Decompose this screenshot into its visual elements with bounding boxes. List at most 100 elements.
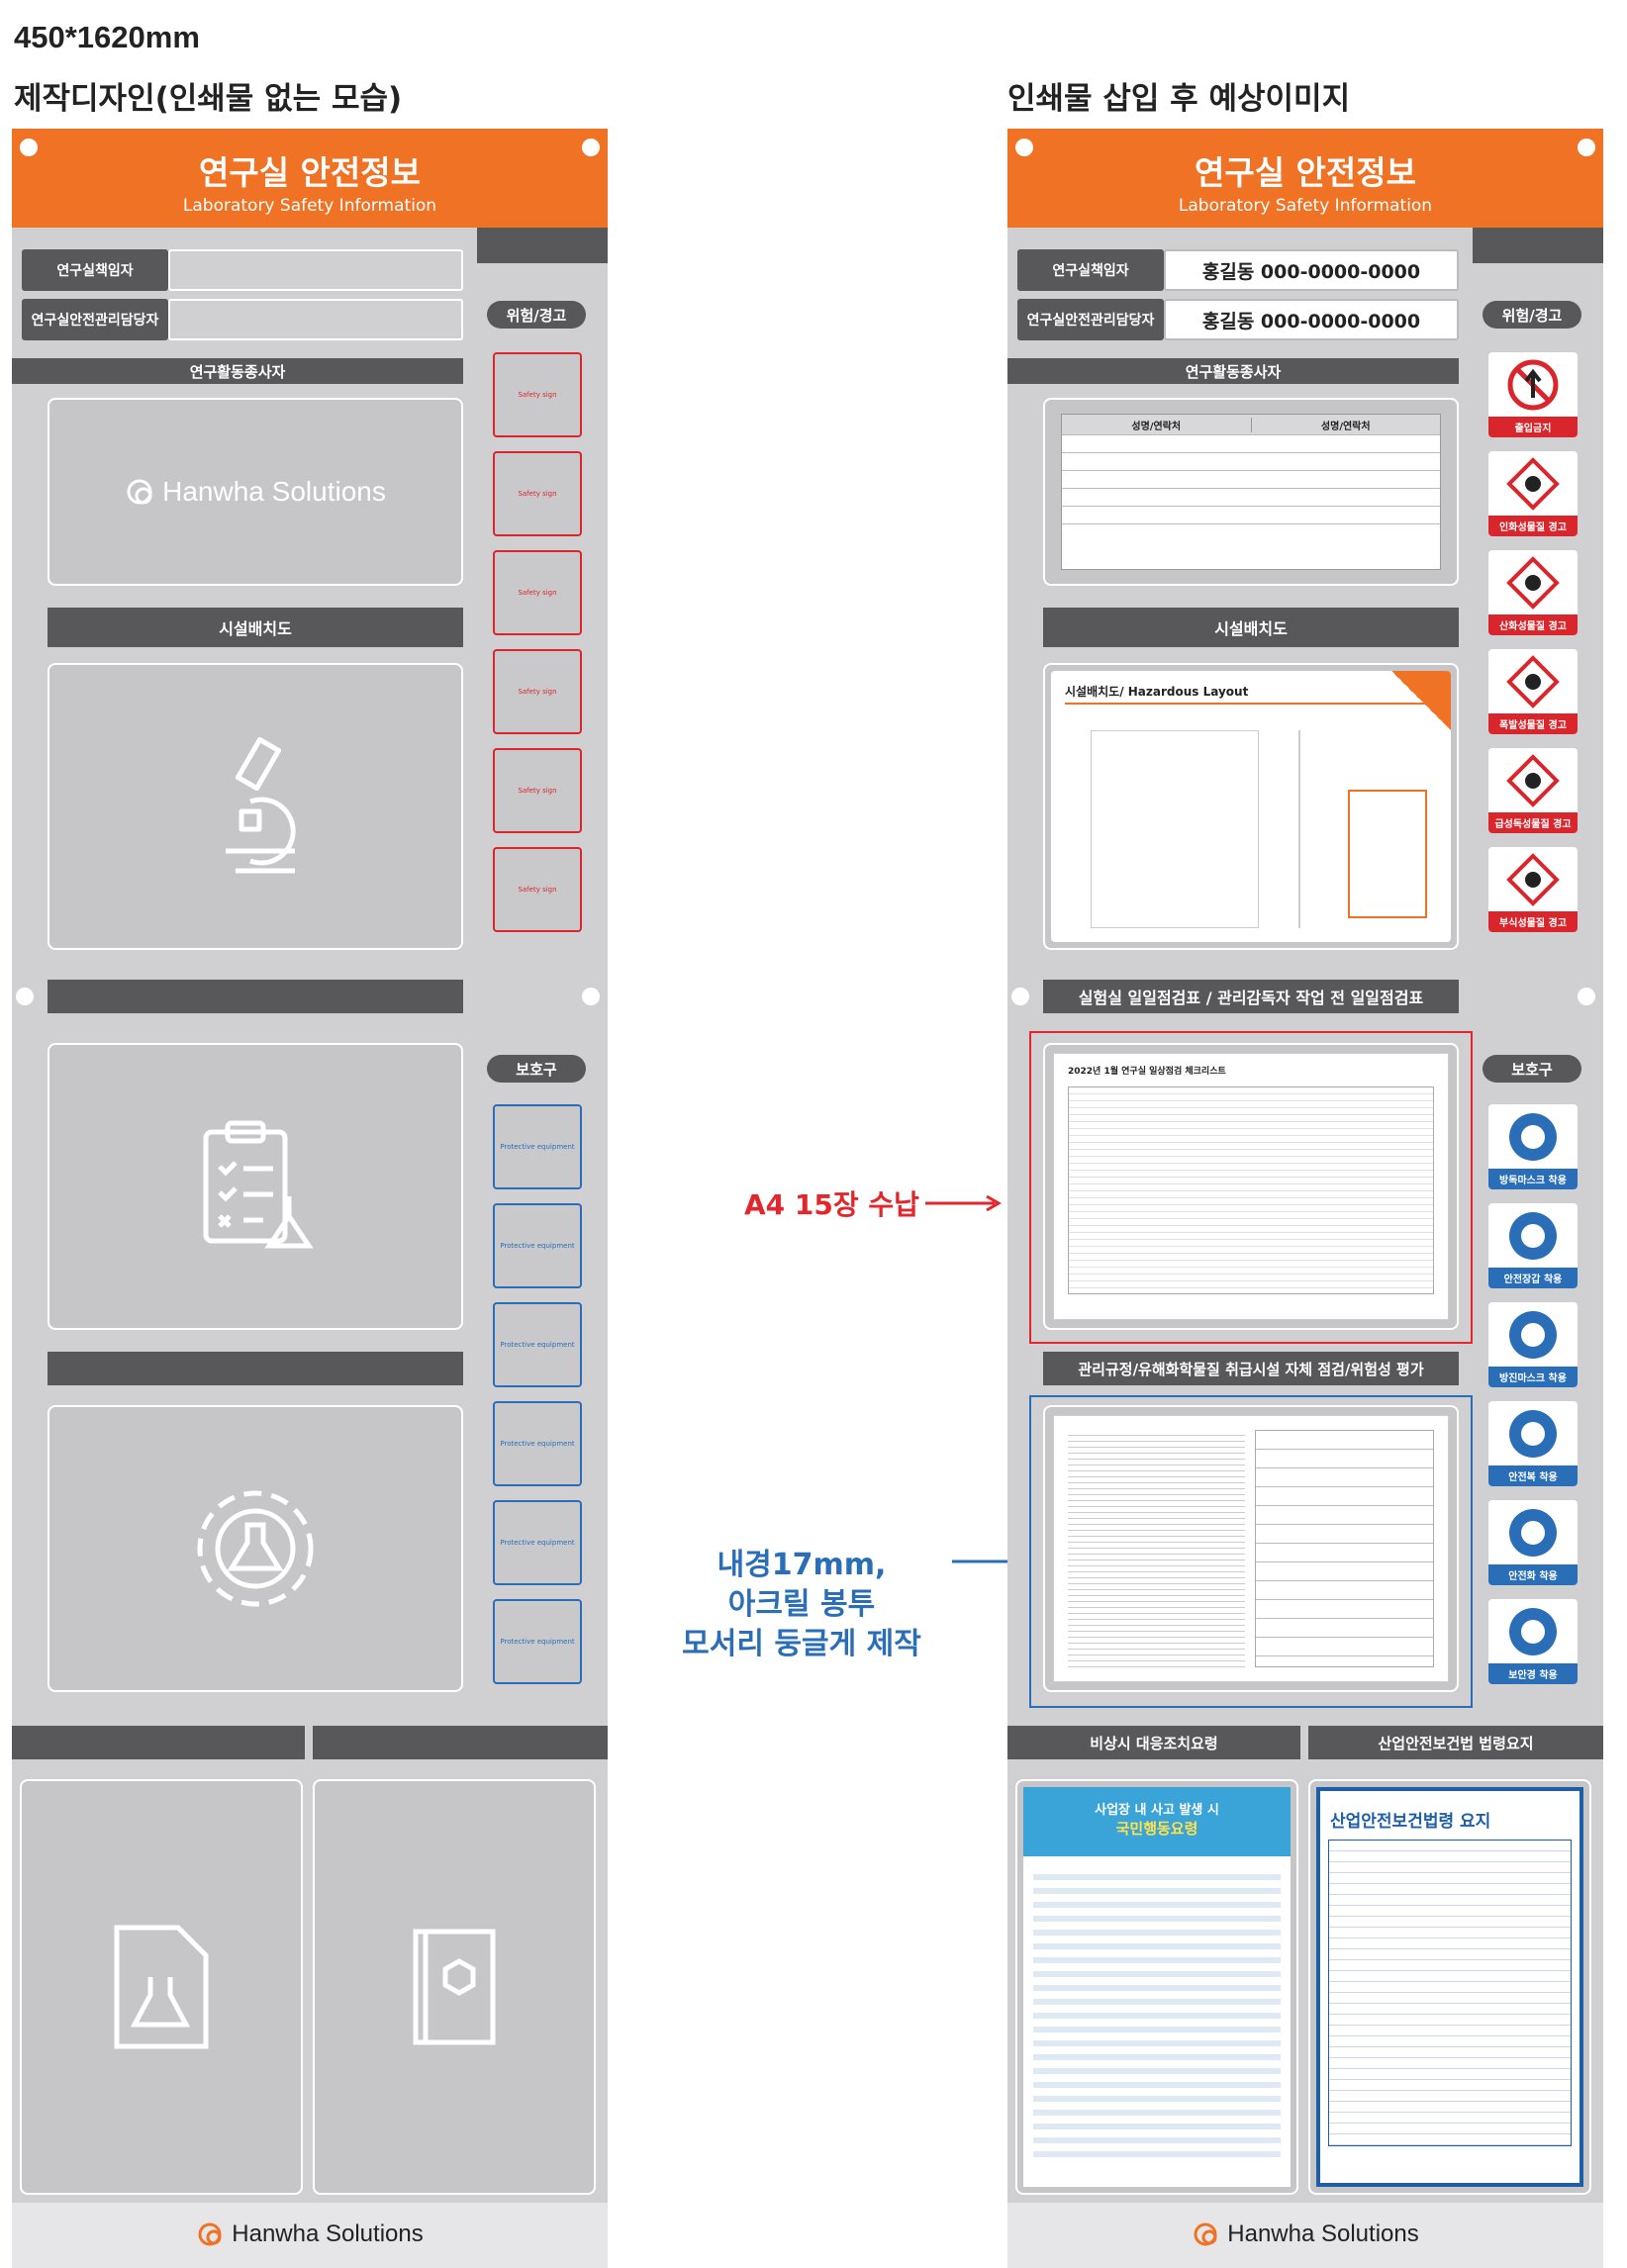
emergency-poster-header: 사업장 내 사고 발생 시 국민행동요령 <box>1023 1787 1291 1856</box>
toxic-icon <box>1506 754 1560 807</box>
sign-label: 안전복 착용 <box>1488 1465 1578 1486</box>
no-entry-icon <box>1507 359 1559 411</box>
manager-value-slot[interactable] <box>168 249 463 291</box>
safety-manager-value[interactable]: 홍길동 000-0000-0000 <box>1164 299 1459 340</box>
protective-slot[interactable]: Protective equipment <box>493 1203 582 1288</box>
layout-doc-title: 시설배치도/ Hazardous Layout <box>1065 685 1249 699</box>
book-hexagon-icon <box>413 1929 496 2045</box>
safety-sign-slot[interactable]: Safety sign <box>493 352 582 437</box>
right-board: 연구실 안전정보 Laboratory Safety Information 연… <box>1007 129 1603 2268</box>
emergency-pocket[interactable]: 사업장 내 사고 발생 시 국민행동요령 <box>1015 1779 1298 2195</box>
safety-manager-label: 연구실안전관리담당자 <box>22 299 168 340</box>
workers-pocket[interactable]: Hanwha Solutions <box>48 398 463 586</box>
rules-bar: 관리규정/유해화학물질 취급시설 자체 점검/위험성 평가 <box>1043 1352 1459 1385</box>
workers-header-cell: 성명/연락처 <box>1250 417 1441 432</box>
law-poster: 산업안전보건법령 요지 <box>1316 1787 1583 2187</box>
protective-slot[interactable]: Protective equipment <box>493 1302 582 1387</box>
safety-sign-slot[interactable]: Safety sign <box>493 847 582 932</box>
footer-logo-text: Hanwha Solutions <box>1227 2221 1419 2247</box>
watermark-text: Hanwha Solutions <box>162 476 386 507</box>
sign-apron[interactable]: 안전복 착용 <box>1488 1401 1578 1486</box>
hazard-pill: 위험/경고 <box>487 301 586 329</box>
left-heading: 제작디자인(인쇄물 없는 모습) <box>14 81 403 117</box>
title-en: Laboratory Safety Information <box>1178 196 1433 216</box>
apron-icon <box>1509 1410 1557 1458</box>
protective-slot[interactable]: Protective equipment <box>493 1599 582 1684</box>
gas-mask-icon <box>1509 1113 1557 1161</box>
sign-gas-mask[interactable]: 방독마스크 착용 <box>1488 1104 1578 1189</box>
protective-slot[interactable]: Protective equipment <box>493 1401 582 1486</box>
layout-pocket[interactable] <box>48 663 463 950</box>
protective-slot[interactable]: Protective equipment <box>493 1500 582 1585</box>
workers-table-header: 성명/연락처 성명/연락처 <box>1062 415 1440 434</box>
daily-bar-empty <box>48 980 463 1013</box>
document-flask-icon <box>114 1925 209 2049</box>
emergency-bar-empty <box>12 1726 305 1759</box>
workers-pocket[interactable]: 성명/연락처 성명/연락처 <box>1043 398 1459 586</box>
hazard-pill: 위험/경고 <box>1483 301 1581 329</box>
mount-hole <box>1578 139 1595 156</box>
title-ko: 연구실 안전정보 <box>198 153 421 192</box>
sign-corrosive[interactable]: 부식성물질 경고 <box>1488 847 1578 932</box>
sign-label: 보안경 착용 <box>1488 1663 1578 1684</box>
mount-hole <box>1015 139 1033 156</box>
daily-pocket[interactable] <box>48 1043 463 1330</box>
manager-panel <box>1007 228 1473 362</box>
size-label: 450*1620mm <box>14 20 200 54</box>
clipboard-icon <box>203 1120 314 1249</box>
sign-gloves[interactable]: 안전장갑 착용 <box>1488 1203 1578 1288</box>
footer: Hanwha Solutions <box>1007 2203 1603 2268</box>
sign-boots[interactable]: 안전화 착용 <box>1488 1500 1578 1585</box>
law-pocket[interactable]: 산업안전보건법령 요지 <box>1308 1779 1591 2195</box>
safety-manager-label: 연구실안전관리담당자 <box>1017 299 1164 340</box>
safety-sign-slot[interactable]: Safety sign <box>493 649 582 734</box>
hanwha-logo-icon <box>127 479 152 505</box>
acrylic-callout: 내경17mm, 아크릴 봉투 모서리 둥글게 제작 <box>653 1546 950 1664</box>
workers-bar: 연구활동종사자 <box>1007 358 1459 384</box>
layout-pocket[interactable]: 시설배치도/ Hazardous Layout <box>1043 663 1459 950</box>
manager-value[interactable]: 홍길동 000-0000-0000 <box>1164 249 1459 291</box>
safety-sign-slot[interactable]: Safety sign <box>493 748 582 833</box>
rules-highlight <box>1029 1395 1473 1708</box>
sign-label: 방독마스크 착용 <box>1488 1169 1578 1189</box>
mount-hole <box>20 139 38 156</box>
footer-logo-text: Hanwha Solutions <box>232 2221 424 2247</box>
sign-label: 부식성물질 경고 <box>1488 911 1578 932</box>
emergency-bar: 비상시 대응조치요령 <box>1007 1726 1300 1759</box>
title-header: 연구실 안전정보 Laboratory Safety Information <box>12 129 608 228</box>
rules-pocket[interactable] <box>48 1405 463 1692</box>
acrylic-callout-line: 아크릴 봉투 <box>727 1587 876 1622</box>
sign-label: 안전화 착용 <box>1488 1564 1578 1585</box>
sign-goggles[interactable]: 보안경 착용 <box>1488 1599 1578 1684</box>
sign-label: 방진마스크 착용 <box>1488 1367 1578 1387</box>
sign-label: 급성독성물질 경고 <box>1488 812 1578 833</box>
footer-logo: Hanwha Solutions <box>1007 2221 1603 2248</box>
sign-no-entry[interactable]: 출입금지 <box>1488 352 1578 437</box>
law-pocket[interactable] <box>313 1779 596 2195</box>
sign-oxidizer[interactable]: 산화성물질 경고 <box>1488 550 1578 635</box>
sign-toxic[interactable]: 급성독성물질 경고 <box>1488 748 1578 833</box>
sign-label: 인화성물질 경고 <box>1488 516 1578 536</box>
rules-bar-empty <box>48 1352 463 1385</box>
protect-pill: 보호구 <box>1483 1055 1581 1083</box>
sign-dust-mask[interactable]: 방진마스크 착용 <box>1488 1302 1578 1387</box>
sign-explosive[interactable]: 폭발성물질 경고 <box>1488 649 1578 734</box>
acrylic-callout-line: 모서리 둥글게 제작 <box>682 1627 921 1661</box>
emergency-title: 사업장 내 사고 발생 시 <box>1095 1803 1219 1818</box>
sign-flammable[interactable]: 인화성물질 경고 <box>1488 451 1578 536</box>
gloves-icon <box>1509 1212 1557 1260</box>
protective-slot[interactable]: Protective equipment <box>493 1104 582 1189</box>
emergency-pocket[interactable] <box>20 1779 303 2195</box>
sign-label: 안전장갑 착용 <box>1488 1268 1578 1288</box>
title-ko: 연구실 안전정보 <box>1194 153 1416 192</box>
a4-callout: A4 15장 수납 <box>744 1183 1003 1223</box>
safety-sign-slot[interactable]: Safety sign <box>493 550 582 635</box>
mount-hole <box>582 988 600 1005</box>
safety-sign-slot[interactable]: Safety sign <box>493 451 582 536</box>
safety-manager-value-slot[interactable] <box>168 299 463 340</box>
daily-pocket[interactable]: 2022년 1월 연구실 일상점검 체크리스트 <box>1043 1043 1459 1330</box>
sign-label: 폭발성물질 경고 <box>1488 713 1578 734</box>
title-en: Laboratory Safety Information <box>182 196 437 216</box>
rules-pocket[interactable] <box>1043 1405 1459 1692</box>
acrylic-callout-line: 내경17mm, <box>717 1548 887 1582</box>
